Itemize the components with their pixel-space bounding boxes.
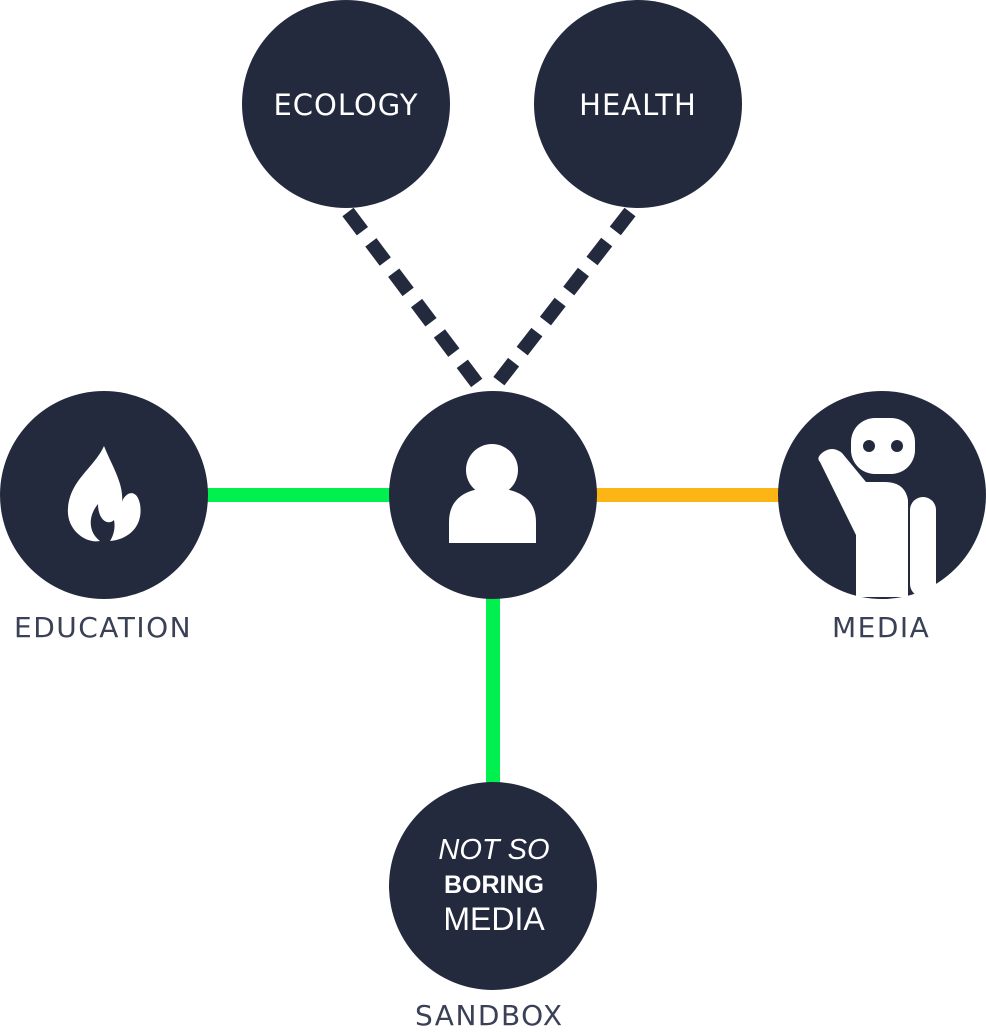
education-caption: EDUCATION (14, 611, 193, 644)
health-node[interactable]: HEALTH (534, 0, 742, 208)
sandbox-logo-line3: MEDIA (443, 901, 545, 937)
media-caption: MEDIA (832, 611, 931, 644)
sandbox-logo-line2: BORING (444, 871, 544, 899)
user-icon (449, 444, 536, 543)
link-health-center (486, 207, 636, 395)
sandbox-logo-line1: NOT SO (438, 834, 549, 866)
media-node[interactable] (778, 391, 986, 599)
center-node[interactable] (389, 391, 597, 599)
education-node[interactable] (0, 391, 208, 599)
robot-wave-icon (818, 418, 936, 597)
sandbox-node[interactable]: NOT SO BORING MEDIA (389, 782, 597, 990)
link-ecology-center (342, 207, 488, 395)
ecology-label: ECOLOGY (273, 88, 418, 122)
flame-icon (67, 446, 141, 542)
health-label: HEALTH (579, 88, 697, 122)
sandbox-caption: SANDBOX (415, 999, 564, 1032)
ecology-node[interactable]: ECOLOGY (242, 0, 450, 208)
